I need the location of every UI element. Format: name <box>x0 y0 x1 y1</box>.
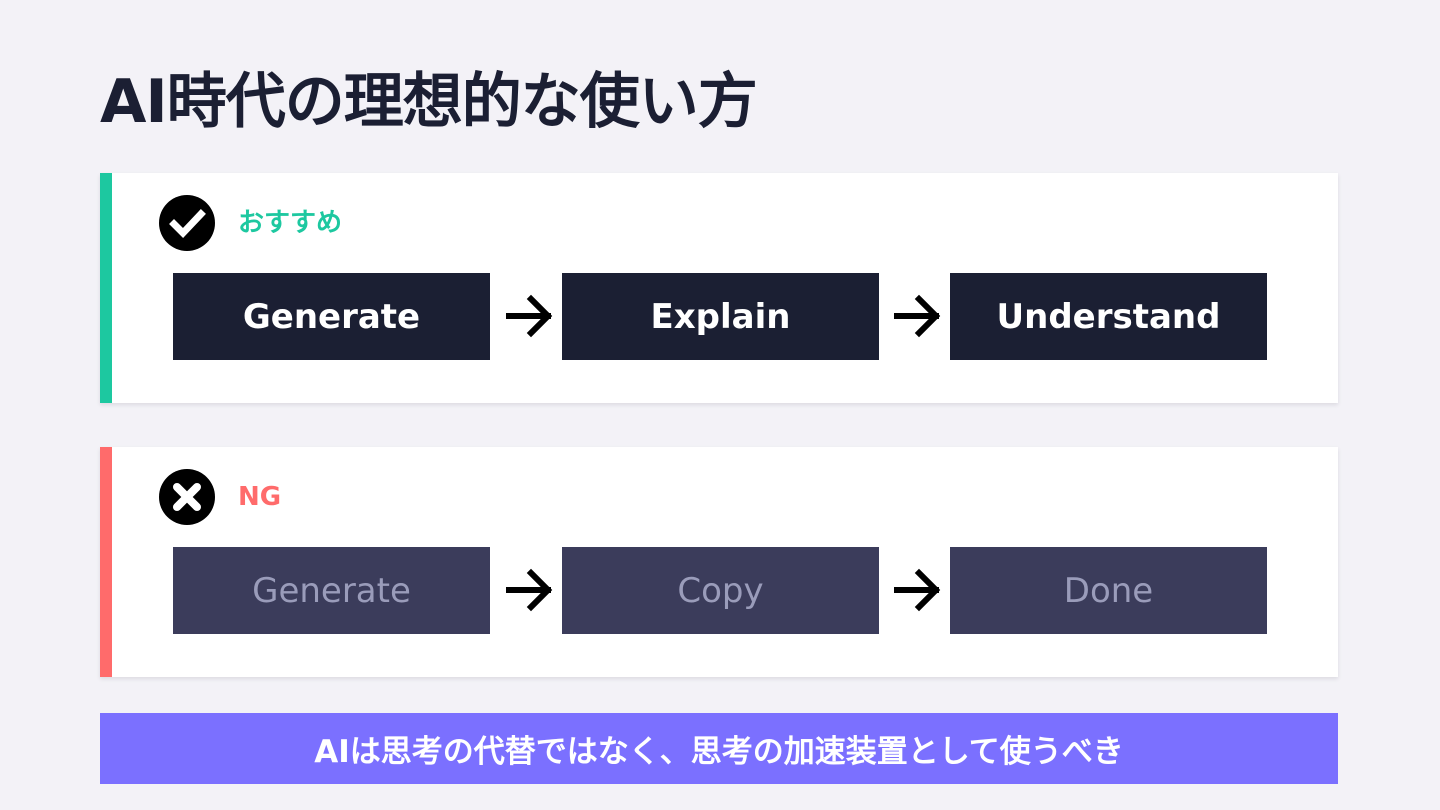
arrow-right-icon <box>506 568 553 612</box>
step-generate: Generate <box>173 547 490 634</box>
arrow-right-icon <box>894 294 941 338</box>
check-circle-icon <box>159 195 215 251</box>
recommended-label: おすすめ <box>238 208 343 238</box>
ng-card: NG Generate Copy Done <box>100 447 1338 677</box>
recommended-card: おすすめ Generate Explain Understand <box>100 173 1338 403</box>
arrow-right-icon <box>894 568 941 612</box>
ng-label: NG <box>238 482 282 512</box>
page-title: AI時代の理想的な使い方 <box>100 67 758 137</box>
step-understand: Understand <box>950 273 1267 360</box>
x-circle-icon <box>159 469 215 525</box>
footer-banner: AIは思考の代替ではなく、思考の加速装置として使うべき <box>100 713 1338 784</box>
step-explain: Explain <box>562 273 879 360</box>
arrow-right-icon <box>506 294 553 338</box>
step-copy: Copy <box>562 547 879 634</box>
step-done: Done <box>950 547 1267 634</box>
step-generate: Generate <box>173 273 490 360</box>
